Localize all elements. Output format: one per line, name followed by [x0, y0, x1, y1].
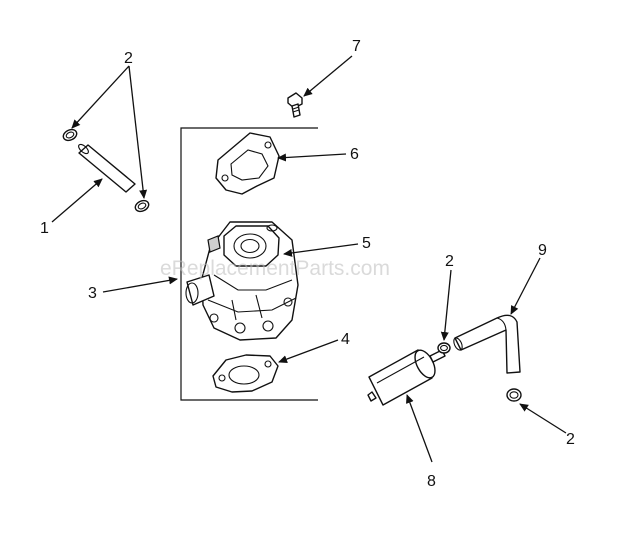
fuel-filter-icon[interactable] — [367, 347, 446, 406]
callout-5: 5 — [362, 235, 371, 252]
callout-9: 9 — [538, 242, 547, 259]
hose-clamp-icon[interactable] — [62, 128, 79, 143]
gasket-icon[interactable] — [212, 354, 279, 393]
callout-7: 7 — [352, 38, 361, 55]
hose-clamp-icon[interactable] — [134, 199, 151, 214]
carburetor-icon[interactable] — [185, 221, 299, 341]
fuel-line-icon[interactable] — [452, 314, 521, 374]
gasket-icon[interactable] — [215, 132, 280, 195]
callout-2-topleft: 2 — [124, 50, 133, 67]
callout-3: 3 — [88, 285, 97, 302]
assembly-bracket — [180, 127, 318, 401]
callout-6: 6 — [350, 146, 359, 163]
callout-4: 4 — [341, 331, 350, 348]
screw-icon[interactable] — [287, 92, 303, 118]
callout-1: 1 — [40, 220, 49, 237]
callout-2-mid: 2 — [445, 253, 454, 270]
leader-lines — [51, 55, 567, 463]
hose-clamp-icon[interactable] — [506, 388, 522, 402]
watermark-text: eReplacementParts.com — [160, 257, 390, 280]
callout-2-bottomright: 2 — [566, 431, 575, 448]
hose-clamp-icon[interactable] — [437, 342, 451, 354]
callout-8: 8 — [427, 473, 436, 490]
hose-segment-icon[interactable] — [77, 143, 136, 193]
